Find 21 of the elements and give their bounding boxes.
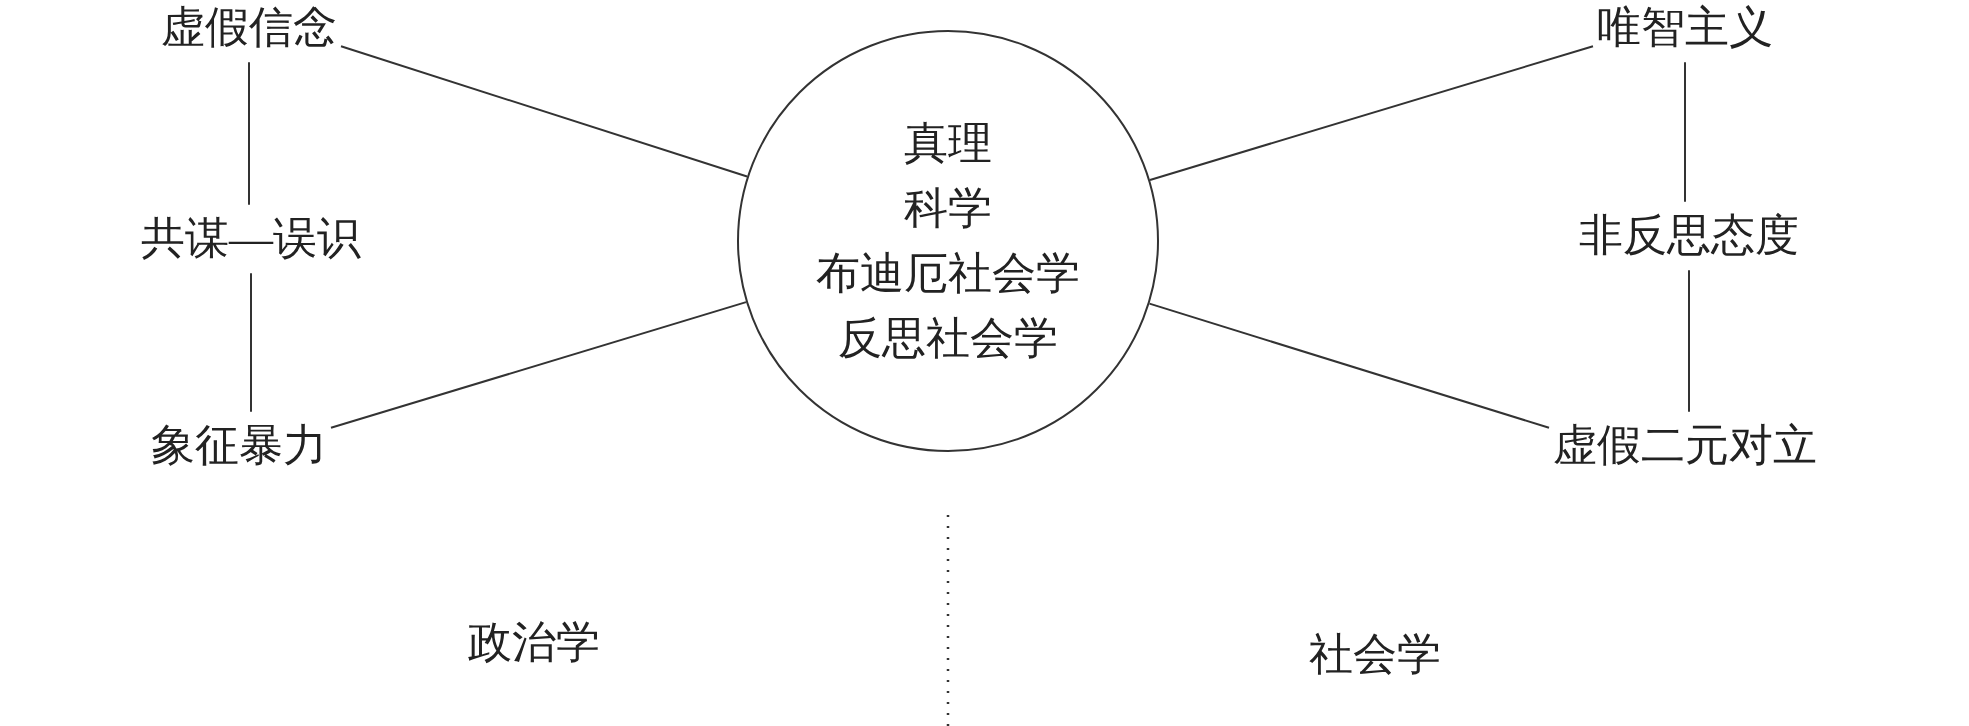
field-label: 社会学 (1309, 630, 1441, 680)
connector-line (1148, 302, 1550, 429)
circle (737, 30, 1159, 452)
concept-label: 象征暴力 (151, 421, 327, 471)
connector-line (330, 301, 748, 429)
concept-label: 共谋—误识 (141, 214, 361, 264)
concept-label: 唯智主义 (1597, 3, 1773, 53)
connector-line (1149, 45, 1594, 181)
connector-line (250, 272, 252, 413)
circle-text: 反思社会学 (838, 313, 1058, 365)
circle-text: 布迪厄社会学 (816, 248, 1080, 300)
concept-label: 虚假信念 (161, 3, 337, 53)
field-label: 政治学 (468, 618, 600, 668)
connector-line (1684, 61, 1686, 203)
concept-label: 虚假二元对立 (1553, 421, 1817, 471)
connector-line (1688, 269, 1690, 413)
circle-text: 真理 (904, 118, 992, 170)
concept-label: 非反思态度 (1579, 211, 1799, 261)
connector-line (340, 45, 749, 178)
connector-line (248, 61, 250, 206)
circle-text: 科学 (904, 183, 992, 235)
